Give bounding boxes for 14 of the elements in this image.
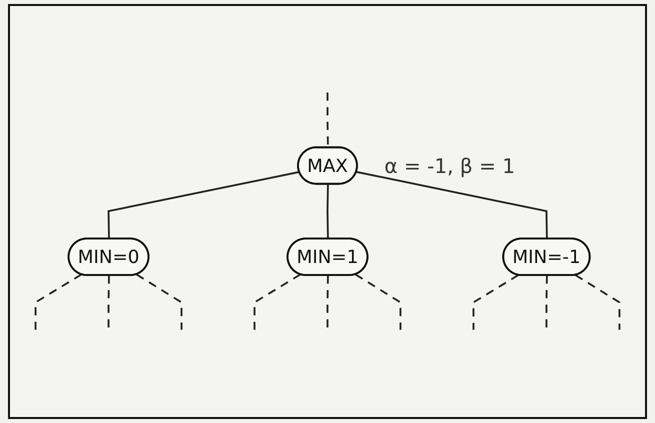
annotation-text: α = -1, β = 1 [384, 154, 516, 178]
connector [355, 274, 402, 330]
connector [136, 274, 182, 330]
connector [326, 276, 329, 330]
connector [34, 274, 82, 330]
connector [108, 171, 300, 240]
connector [472, 274, 519, 330]
connector [108, 276, 110, 330]
connector [546, 276, 548, 330]
connector [575, 274, 620, 330]
tree-diagram: MAX α = -1, β = 1 MIN=0 MIN=1 MIN=-1 [10, 67, 645, 356]
connector [356, 171, 548, 240]
connector [254, 274, 301, 330]
connector [326, 184, 329, 240]
